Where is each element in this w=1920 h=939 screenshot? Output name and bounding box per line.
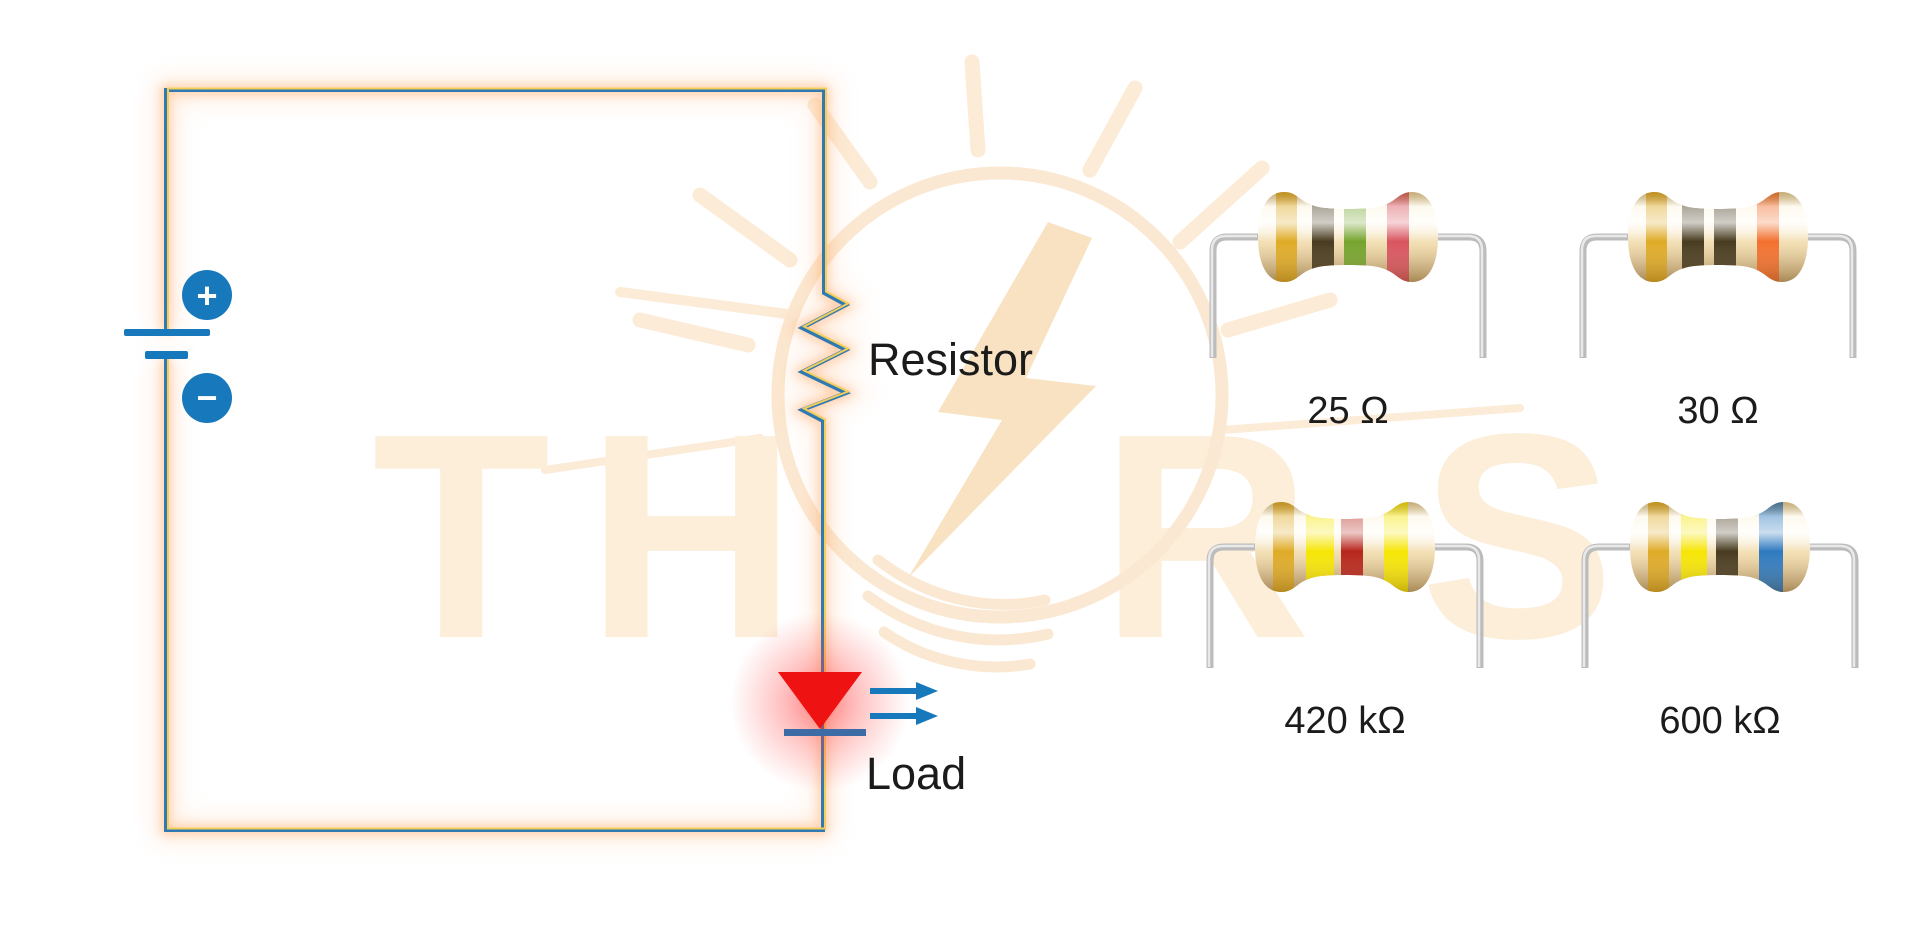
led-symbol (730, 612, 938, 792)
resistor-value-label: 600 kΩ (1659, 700, 1781, 742)
resistor-value-label: 25 Ω (1307, 390, 1389, 432)
negative-terminal-symbol: − (196, 377, 217, 418)
body-gloss (1628, 192, 1808, 282)
resistor-option-4[interactable]: 600 kΩ (1560, 435, 1880, 745)
resistor-value-label: 420 kΩ (1284, 700, 1406, 742)
led-triangle-icon (778, 672, 862, 729)
watermark-rays (541, 54, 1524, 474)
battery-symbol: + − (124, 270, 232, 423)
lightbulb-base-swirl (862, 554, 1054, 673)
battery-short-plate (145, 351, 188, 359)
body-gloss (1630, 502, 1810, 592)
body-gloss (1255, 502, 1435, 592)
resistor-value-label: 30 Ω (1677, 390, 1759, 432)
lead-wires (1209, 233, 1487, 358)
negative-terminal-badge (182, 373, 232, 423)
load-label: Load (866, 748, 967, 799)
positive-terminal-symbol: + (196, 275, 217, 316)
lightbulb-outline-icon (771, 166, 1229, 624)
body-gloss (1258, 192, 1438, 282)
resistor-option-3[interactable]: 420 kΩ (1185, 435, 1505, 745)
resistor-option-2[interactable]: 30 Ω (1558, 125, 1878, 435)
resistor-option-1[interactable]: 25 Ω (1188, 125, 1508, 435)
battery-long-plate (124, 329, 210, 336)
light-emission-arrows-icon (870, 682, 938, 725)
lead-wires (1581, 543, 1859, 668)
positive-terminal-badge (182, 270, 232, 320)
lead-wires (1579, 233, 1857, 358)
watermark-letter-t: T (372, 373, 550, 699)
resistor-label: Resistor (868, 334, 1034, 385)
lightning-bolt-icon (908, 222, 1096, 578)
led-cathode-bar (784, 729, 866, 736)
lead-wires (1206, 543, 1484, 668)
